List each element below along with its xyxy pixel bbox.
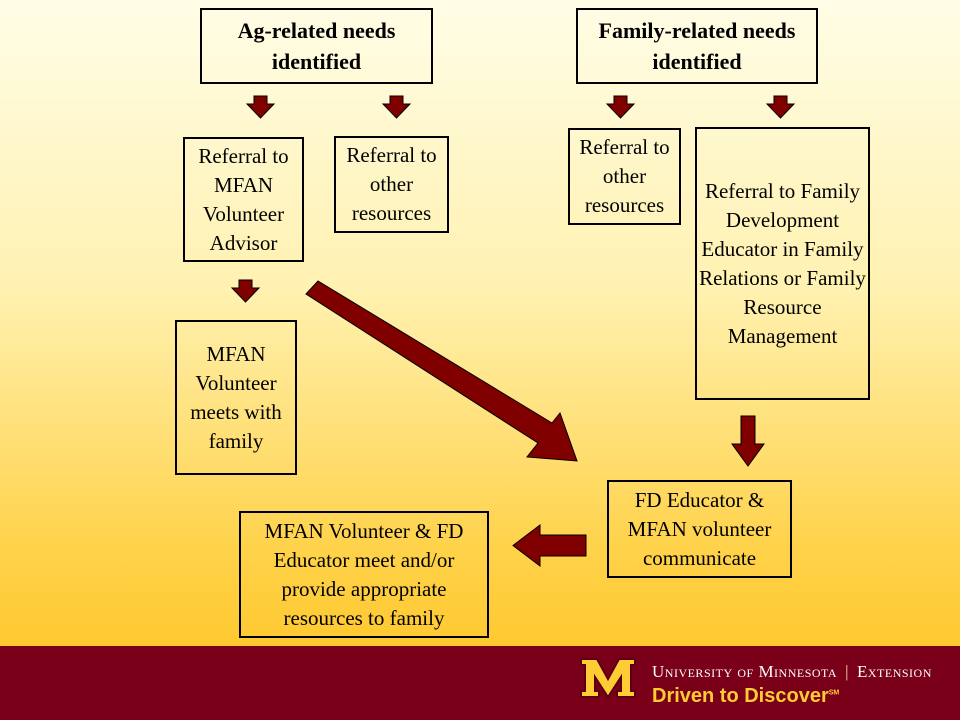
referral-other-family-box: Referral to other resources (568, 128, 681, 225)
referral-fd-educator-text: Referral to Family Development Educator … (699, 178, 866, 348)
fd-communicate-box: FD Educator & MFAN volunteer communicate (607, 480, 792, 578)
referral-other-ag-box: Referral to other resources (334, 136, 449, 233)
meet-provide-box: MFAN Volunteer & FD Educator meet and/or… (239, 511, 489, 638)
ag-needs-text: Ag-related needs identified (237, 18, 396, 74)
flow-arrows (230, 95, 796, 568)
fd-communicate-text: FD Educator & MFAN volunteer communicate (627, 487, 772, 570)
down-arrow-icon (230, 279, 261, 303)
family-needs-box: Family-related needs identified (576, 8, 818, 84)
large-down-arrow-icon (731, 415, 765, 467)
referral-other-ag-text: Referral to other resources (346, 143, 437, 225)
referral-mfan-advisor-text: Referral to MFAN Volunteer Advisor (198, 143, 289, 255)
footer-bar (0, 646, 960, 720)
brand-separator: | (845, 662, 849, 681)
down-arrow-icon (765, 95, 796, 119)
down-arrow-icon (605, 95, 636, 119)
referral-other-family-text: Referral to other resources (579, 135, 670, 217)
slide-background (0, 0, 960, 646)
tagline-text: Driven to Discover (652, 685, 829, 707)
tagline: Driven to DiscoverSM (652, 685, 839, 708)
mfan-meets-family-text: MFAN Volunteer meets with family (190, 341, 282, 453)
block-m-logo-icon (580, 658, 636, 699)
extension-text: Extension (857, 662, 932, 681)
down-arrow-icon (381, 95, 412, 119)
family-needs-text: Family-related needs identified (598, 18, 796, 74)
ag-needs-box: Ag-related needs identified (200, 8, 433, 84)
meet-provide-text: MFAN Volunteer & FD Educator meet and/or… (264, 518, 464, 630)
left-arrow-icon (512, 523, 587, 568)
university-text: University of Minnesota (652, 662, 838, 681)
down-arrow-icon (245, 95, 276, 119)
mfan-meets-family-box: MFAN Volunteer meets with family (175, 320, 297, 475)
tagline-mark: SM (828, 689, 840, 697)
referral-fd-educator-box: Referral to Family Development Educator … (695, 127, 870, 400)
referral-mfan-advisor-box: Referral to MFAN Volunteer Advisor (183, 137, 304, 262)
university-name: University of Minnesota | Extension (652, 662, 932, 682)
diagonal-arrow-icon (305, 280, 578, 462)
